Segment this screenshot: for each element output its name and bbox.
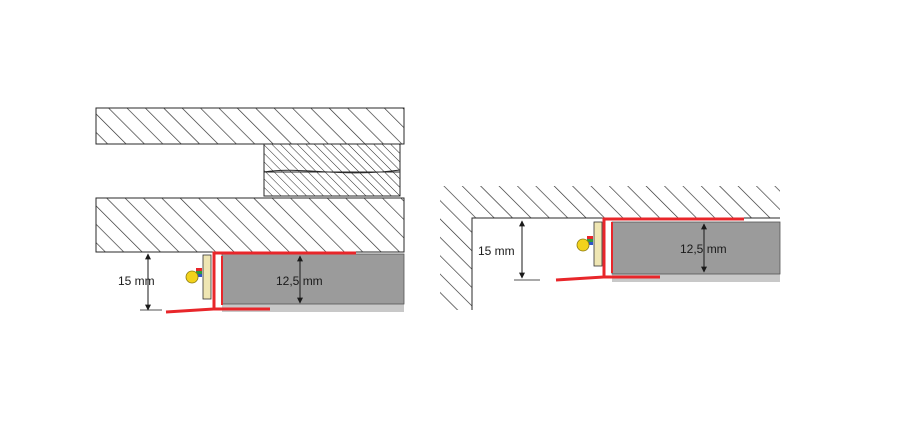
left-plasterboard-shadow: [222, 304, 404, 312]
right-detail: 15 mm 12,5 mm: [440, 186, 781, 310]
right-plasterboard-shadow: [612, 274, 780, 282]
left-label-gap: 15 mm: [118, 274, 155, 288]
right-led-strip: [593, 221, 603, 267]
right-led-chip-green: [587, 239, 593, 242]
left-led-chip-blue: [196, 274, 202, 277]
left-label-board: 12,5 mm: [276, 274, 323, 288]
left-batten-lower: [263, 171, 401, 197]
right-plasterboard: [611, 221, 781, 275]
left-ceiling-slab: [95, 197, 405, 253]
left-profile: [165, 251, 356, 314]
left-led-chip-green: [196, 271, 202, 274]
right-wall-ceiling: [440, 186, 780, 310]
right-led-bulb: [576, 238, 590, 252]
right-led-chip-blue: [587, 242, 593, 245]
left-led-strip: [202, 254, 212, 300]
left-led-bulb: [185, 270, 199, 284]
left-detail: 15 mm 12,5 mm: [95, 107, 405, 314]
right-profile: [555, 217, 744, 282]
right-led-chip-red: [587, 236, 593, 239]
right-label-gap: 15 mm: [478, 244, 515, 258]
left-top-slab: [95, 107, 405, 145]
right-label-board: 12,5 mm: [680, 242, 727, 256]
left-led-chip-red: [196, 268, 202, 271]
left-plasterboard: [221, 253, 405, 305]
left-batten-upper: [263, 143, 401, 173]
